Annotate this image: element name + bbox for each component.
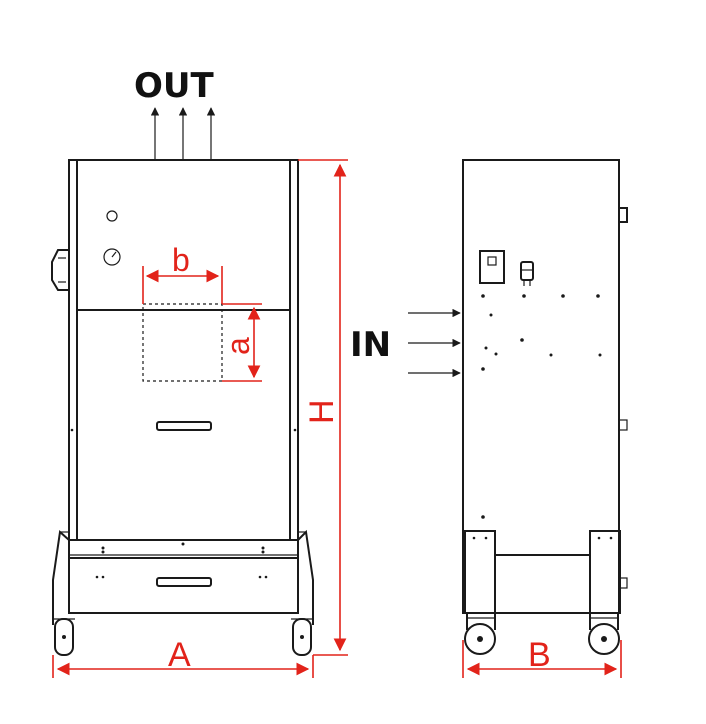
dim-b-small-label: b <box>172 242 190 278</box>
gauge-icon <box>103 248 121 266</box>
control-box <box>479 250 505 284</box>
opening-outline <box>142 303 223 382</box>
drawer-handle <box>156 577 212 587</box>
bottom-drawer <box>68 557 299 614</box>
right-leg <box>297 529 314 625</box>
dimension-a-small: a <box>220 303 262 382</box>
side-handle-icon <box>51 249 69 291</box>
side-caster-right-icon <box>588 613 620 655</box>
left-leg <box>52 530 70 625</box>
front-caster-right-icon <box>291 618 313 656</box>
front-caster-left-icon <box>53 618 75 656</box>
dimension-a: A <box>52 636 314 678</box>
side-cabinet-outline <box>462 159 620 614</box>
side-caster-left-icon <box>464 613 496 655</box>
dim-b-label: B <box>528 636 551 674</box>
side-leg-right <box>589 530 621 614</box>
indicator-lamp-icon <box>106 210 118 222</box>
front-view: OUT <box>51 66 314 656</box>
socket-icon <box>520 261 534 286</box>
door-handle <box>156 421 212 431</box>
dimension-h: H <box>298 159 348 656</box>
top-fitting <box>618 207 628 223</box>
dimension-b-small: b <box>142 242 223 304</box>
out-arrows <box>150 107 216 160</box>
in-arrows <box>408 308 461 378</box>
dim-a-small-label: a <box>220 337 256 355</box>
dim-h-label: H <box>303 399 341 424</box>
side-leg-left <box>464 530 496 614</box>
side-view: IN <box>350 159 628 655</box>
dimension-b: B <box>462 636 622 678</box>
dim-a-label: A <box>168 636 191 674</box>
in-label: IN <box>350 325 391 365</box>
out-label: OUT <box>134 66 215 106</box>
